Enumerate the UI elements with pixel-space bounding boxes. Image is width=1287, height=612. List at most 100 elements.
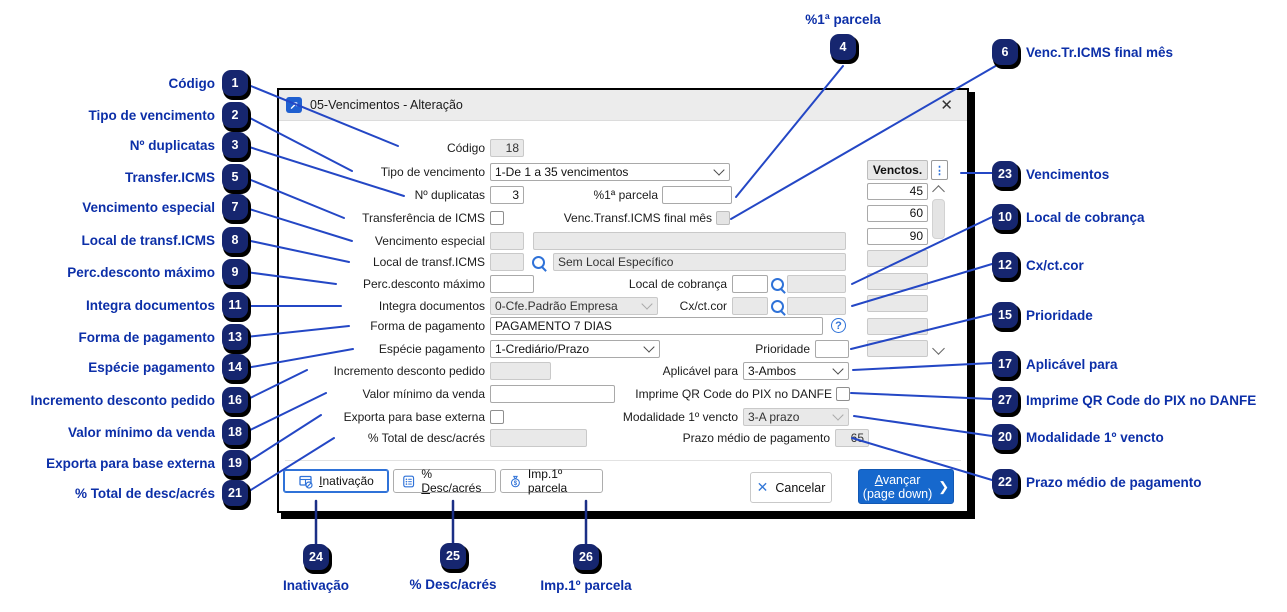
modalidade-vencto-value: 3-A prazo — [748, 410, 800, 424]
scrollbar-thumb[interactable] — [932, 199, 945, 239]
callout-badge: 27 — [992, 387, 1018, 413]
callout-badge: 16 — [222, 387, 248, 413]
exporta-base-checkbox[interactable] — [490, 410, 504, 424]
perc-desconto-maximo-label: Perc.desconto máximo — [362, 277, 485, 291]
callout-badge: 9 — [222, 259, 248, 285]
callout-label: Prazo médio de pagamento — [1026, 474, 1202, 490]
vencto-field-2[interactable]: 60 — [867, 205, 928, 222]
pct-total-desc-field — [490, 429, 587, 447]
venctos-scrollbar[interactable] — [930, 183, 947, 357]
transferencia-icms-checkbox[interactable] — [490, 211, 504, 225]
callout-label: %1ª parcela — [805, 12, 881, 27]
vencto-field-1[interactable]: 45 — [867, 183, 928, 200]
local-cobranca-code-field[interactable] — [732, 275, 768, 293]
callout-label: Valor mínimo da venda — [67, 424, 215, 440]
venctos-menu-button[interactable]: ⋮ — [931, 160, 948, 180]
num-duplicatas-field[interactable]: 3 — [490, 186, 524, 204]
perc-desconto-maximo-field[interactable] — [490, 275, 534, 293]
callout-badge: 12 — [992, 252, 1018, 278]
cancelar-button[interactable]: ✕ Cancelar — [750, 472, 832, 503]
desc-acres-button[interactable]: % Desc/acrés — [393, 467, 496, 495]
especie-pagamento-select[interactable]: 1-Crediário/Prazo — [490, 340, 660, 358]
inativacao-button[interactable]: Inativação — [283, 469, 389, 493]
callout-label: Integra documentos — [85, 297, 215, 313]
search-icon[interactable] — [532, 256, 545, 269]
especie-pagamento-label: Espécie pagamento — [378, 342, 485, 356]
callout-badge: 21 — [222, 480, 248, 506]
local-transf-icms-name-field: Sem Local Específico — [553, 253, 846, 271]
forma-pagamento-label: Forma de pagamento — [370, 319, 485, 333]
imprime-qr-label: Imprime QR Code do PIX no DANFE — [635, 387, 832, 401]
prioridade-field[interactable] — [815, 340, 849, 358]
title-bar: ↗ 05-Vencimentos - Alteração ✕ — [279, 90, 967, 121]
vencto-field-8 — [867, 340, 928, 357]
callout-badge: 24 — [303, 544, 329, 570]
imprime-qr-checkbox[interactable] — [836, 387, 850, 401]
chevron-down-icon — [832, 409, 844, 421]
search-icon[interactable] — [771, 300, 784, 313]
close-icon[interactable]: ✕ — [940, 97, 953, 114]
pct-total-desc-label: % Total de desc/acrés — [367, 431, 485, 445]
aplicavel-para-select[interactable]: 3-Ambos — [743, 362, 849, 380]
num-duplicatas-label: Nº duplicatas — [414, 188, 485, 202]
callout-badge: 26 — [573, 544, 599, 570]
callout-badge: 22 — [992, 469, 1018, 495]
cx-ct-cor-code-field — [732, 297, 768, 315]
cancel-x-icon: ✕ — [756, 479, 769, 495]
callout-badge: 14 — [222, 354, 248, 380]
callout-label: Tipo de vencimento — [88, 107, 215, 123]
chevron-down-icon — [643, 341, 655, 353]
search-icon[interactable] — [771, 278, 784, 291]
exporta-base-label: Exporta para base externa — [343, 410, 485, 424]
callout-label: Exporta para base externa — [46, 455, 215, 471]
callout-badge: 8 — [222, 227, 248, 253]
cx-ct-cor-name-field — [787, 297, 846, 315]
prazo-medio-field: 65 — [835, 429, 869, 447]
codigo-field: 18 — [490, 139, 524, 157]
scroll-down-icon[interactable] — [932, 342, 945, 355]
inativacao-button-label: Inativação — [319, 474, 374, 488]
chevron-down-icon — [713, 164, 725, 176]
local-transf-icms-label: Local de transf.ICMS — [372, 255, 485, 269]
chevron-down-icon — [832, 363, 844, 375]
modalidade-vencto-select: 3-A prazo — [743, 408, 849, 426]
help-icon[interactable]: ? — [831, 318, 846, 333]
vencto-field-3[interactable]: 90 — [867, 228, 928, 245]
callout-label: Espécie pagamento — [88, 359, 215, 375]
tipo-vencimento-select[interactable]: 1-De 1 a 35 vencimentos — [490, 163, 730, 181]
local-cobranca-label: Local de cobrança — [628, 277, 727, 291]
valor-minimo-field[interactable] — [490, 385, 615, 403]
callout-label: % Desc/acrés — [409, 577, 497, 592]
callout-desc-acres: 25 % Desc/acrés — [383, 543, 523, 592]
dialog-vencimentos: ↗ 05-Vencimentos - Alteração ✕ Código 18… — [277, 88, 969, 513]
vencimento-especial-code-field — [490, 232, 524, 250]
avancar-button-label: Avançar(page down) — [862, 472, 933, 501]
forma-pagamento-field[interactable]: PAGAMENTO 7 DIAS — [490, 317, 823, 335]
avancar-button[interactable]: Avançar(page down) ❯ — [858, 469, 954, 504]
venc-transf-icms-label: Venc.Transf.ICMS final mês — [563, 211, 712, 225]
callout-badge: 1 — [222, 70, 248, 96]
callout-badge: 6 — [992, 39, 1018, 65]
callout-inativacao: 24 Inativação — [246, 544, 386, 593]
callout-label: Transfer.ICMS — [124, 169, 215, 185]
imp-parcela-button[interactable]: $ Imp.1º parcela — [500, 467, 603, 495]
pct-primeira-parcela-field[interactable] — [662, 186, 732, 204]
scroll-up-icon[interactable] — [932, 185, 945, 198]
codigo-label: Código — [446, 141, 485, 155]
desc-acres-button-label: % Desc/acrés — [421, 467, 482, 495]
